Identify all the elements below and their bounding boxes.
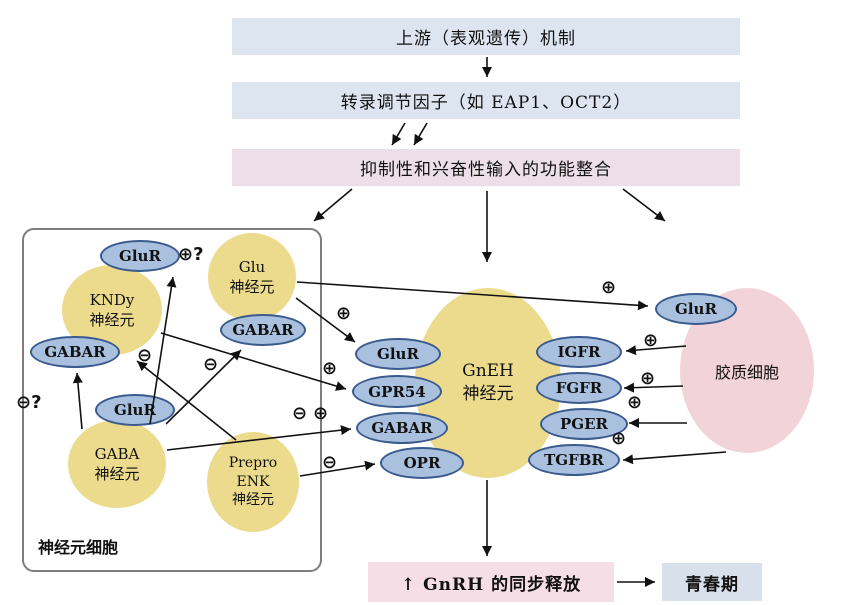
puberty-box: 青春期 xyxy=(662,563,762,601)
sign-plus-pger: ⊕ xyxy=(627,392,643,413)
flow-box-functional-integration: 抑制性和兴奋性输入的功能整合 xyxy=(232,149,740,186)
arrow-box2-box3-a xyxy=(391,122,406,146)
receptor-gabar-gneh: GABAR xyxy=(356,412,448,444)
glu-neuron: Glu 神经元 xyxy=(208,233,296,321)
sign-plus-question-glur-kndy: ⊕? xyxy=(178,244,204,265)
receptor-pger: PGER xyxy=(540,408,628,440)
sign-plus-glur-gneh: ⊕ xyxy=(336,303,352,324)
arrow-box3-to-neurons xyxy=(313,188,353,222)
gaba-neuron: GABA 神经元 xyxy=(68,420,166,508)
flow-box-transcription-factors: 转录调节因子（如 EAP1、OCT2） xyxy=(232,82,740,119)
receptor-igfr: IGFR xyxy=(536,336,622,368)
sign-minus-gabar-gneh: ⊖ xyxy=(292,403,308,424)
flow-box-upstream-mechanism: 上游（表观遗传）机制 xyxy=(232,18,740,55)
sign-plus-fgfr: ⊕ xyxy=(640,368,656,389)
receptor-gabar-kndy: GABAR xyxy=(30,336,120,368)
receptor-fgfr: FGFR xyxy=(536,372,622,404)
receptor-glur-gneh: GluR xyxy=(355,338,441,370)
arrow-box3-to-glial xyxy=(622,188,666,222)
sign-plus-igfr: ⊕ xyxy=(643,330,659,351)
receptor-gabar-glu: GABAR xyxy=(220,314,306,346)
receptor-glur-kndy: GluR xyxy=(100,240,180,272)
sign-plus-gpr54: ⊕ xyxy=(322,358,338,379)
sign-minus-opr: ⊖ xyxy=(322,452,338,473)
sign-plus-gabar-gneh: ⊕ xyxy=(313,403,329,424)
receptor-glur-glial: GluR xyxy=(655,293,737,325)
gnrh-release-box: ↑ GnRH 的同步释放 xyxy=(368,562,614,602)
receptor-gpr54: GPR54 xyxy=(352,375,442,408)
neuronal-cells-panel xyxy=(22,228,322,572)
receptor-opr: OPR xyxy=(380,447,464,479)
receptor-glur-gaba: GluR xyxy=(95,394,175,426)
sign-minus-kndy: ⊖ xyxy=(137,345,153,366)
arrow-glial-to-tgfbr xyxy=(622,451,727,465)
arrow-box2-box3-b xyxy=(413,122,428,146)
receptor-tgfbr: TGFBR xyxy=(528,444,620,476)
glial-cell: 胶质细胞 xyxy=(680,288,814,453)
sign-minus-question-gabar-kndy: ⊖? xyxy=(16,392,42,413)
preproenk-neuron: Prepro ENK 神经元 xyxy=(207,432,299,532)
sign-plus-tgfbr: ⊕ xyxy=(611,428,627,449)
sign-plus-glur-glial: ⊕ xyxy=(601,277,617,298)
sign-minus-gabar-glu: ⊖ xyxy=(203,354,219,375)
neuronal-cells-panel-label: 神经元细胞 xyxy=(38,538,119,557)
